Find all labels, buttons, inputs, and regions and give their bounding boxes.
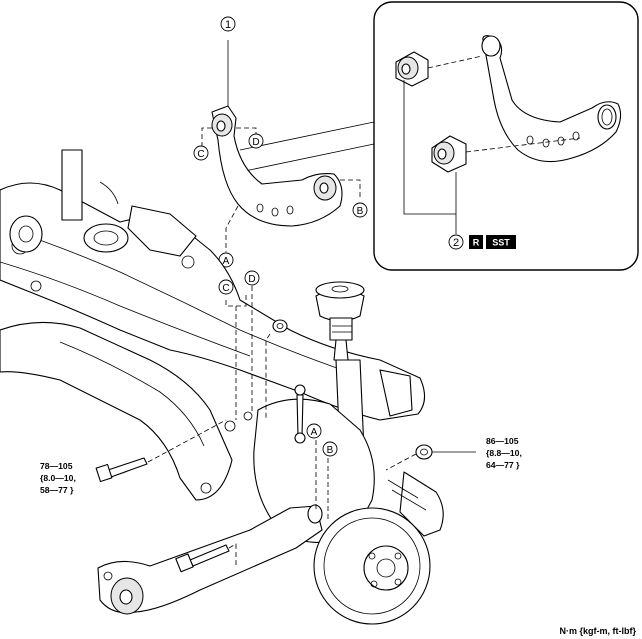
- bolt-lower: [175, 544, 230, 573]
- knuckle-hub-assembly: [253, 398, 444, 625]
- upper-arm-main: 1: [211, 16, 343, 227]
- inset-connector: [239, 121, 375, 173]
- callout-B-lower: B: [322, 441, 338, 457]
- replace-badge-label: R: [473, 238, 480, 248]
- callout-C-lower: C: [218, 279, 234, 295]
- torque-left-line1: 78—105: [40, 461, 73, 471]
- detail-inset: 2 R SST: [373, 1, 639, 271]
- units-note: N·m {kgf-m, ft-lbf}: [560, 626, 637, 636]
- torque-right-line1: 86—105: [486, 436, 519, 446]
- torque-spec-left: 78—105 {8.0—10, 58—77 }: [40, 461, 76, 495]
- callout-D-lower-label: D: [248, 274, 255, 285]
- replace-badge: [469, 235, 483, 249]
- callout-A-lower: A: [306, 423, 322, 439]
- callout-D-lower: D: [244, 270, 260, 286]
- callout-D-upper: D: [248, 133, 264, 149]
- sst-badge: [486, 235, 516, 249]
- torque-left-line2: {8.0—10,: [40, 473, 76, 483]
- callout-C-upper: C: [193, 145, 209, 161]
- link-bolt: [294, 384, 306, 444]
- detail-inset-frame: [373, 1, 639, 271]
- torque-left-line3: 58—77 }: [40, 485, 74, 495]
- nut-right: [415, 444, 433, 460]
- callout-C-lower-label: C: [222, 283, 229, 294]
- bolt-left: [95, 457, 148, 483]
- coil-spring: [9, 149, 129, 253]
- inset-upper-arm: [481, 35, 622, 163]
- callout-B-lower-label: B: [327, 445, 334, 456]
- torque-spec-right: 86—105 {8.8—10, 64—77 }: [486, 436, 522, 470]
- sst-badge-label: SST: [492, 238, 510, 248]
- callout-A-lower-label: A: [311, 427, 318, 438]
- nut-upper: [272, 319, 288, 333]
- inset-bushing-upper: [395, 51, 429, 87]
- callout-C-upper-label: C: [197, 149, 204, 160]
- callout-B-upper-label: B: [357, 206, 364, 217]
- torque-right-line2: {8.8—10,: [486, 448, 522, 458]
- inset-bushing-lower: [431, 135, 467, 173]
- callout-2-label: 2: [453, 237, 459, 249]
- callout-B-upper: B: [352, 202, 368, 218]
- callout-D-upper-label: D: [252, 137, 259, 148]
- callout-2-circle: [448, 234, 464, 250]
- callout-1-circle: [220, 16, 236, 32]
- torque-right-line3: 64—77 }: [486, 460, 520, 470]
- callout-A-upper-label: A: [223, 256, 230, 267]
- callout-1-label: 1: [225, 19, 231, 31]
